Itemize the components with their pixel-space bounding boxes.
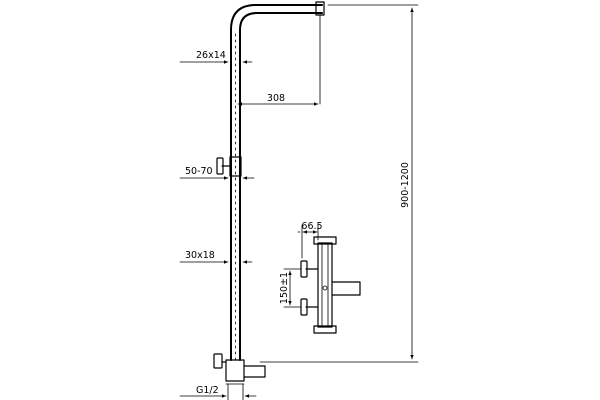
holder-range-dimension: 50-70 — [179, 166, 255, 180]
valve-spacing-dimension: 150±1 — [279, 268, 302, 308]
holder-range-label: 50-70 — [185, 166, 213, 177]
lower-pipe-diameter-label: 30x18 — [185, 250, 215, 261]
top-pipe-diameter-dimension: 26x14 — [179, 50, 253, 64]
shower-head-mount — [315, 1, 325, 105]
bottom-diverter — [213, 353, 266, 385]
valve-spacing-label: 150±1 — [279, 272, 290, 304]
top-pipe-diameter-label: 26x14 — [196, 50, 226, 61]
arm-length-dimension: 308 — [237, 93, 319, 106]
riser-pipe — [230, 4, 323, 361]
mixer-width-dimension: 66.5 — [297, 221, 323, 259]
connection-thread-dimension: G1/2 — [179, 383, 257, 400]
hand-shower-holder — [216, 156, 242, 177]
total-height-dimension: 900-1200 — [259, 4, 419, 363]
mixer-width-label: 66.5 — [301, 221, 322, 232]
arm-length-label: 308 — [267, 93, 285, 104]
thermostatic-mixer — [300, 236, 361, 334]
total-height-label: 900-1200 — [400, 162, 411, 208]
connection-thread-label: G1/2 — [196, 385, 219, 396]
lower-pipe-diameter-dimension: 30x18 — [179, 250, 253, 264]
